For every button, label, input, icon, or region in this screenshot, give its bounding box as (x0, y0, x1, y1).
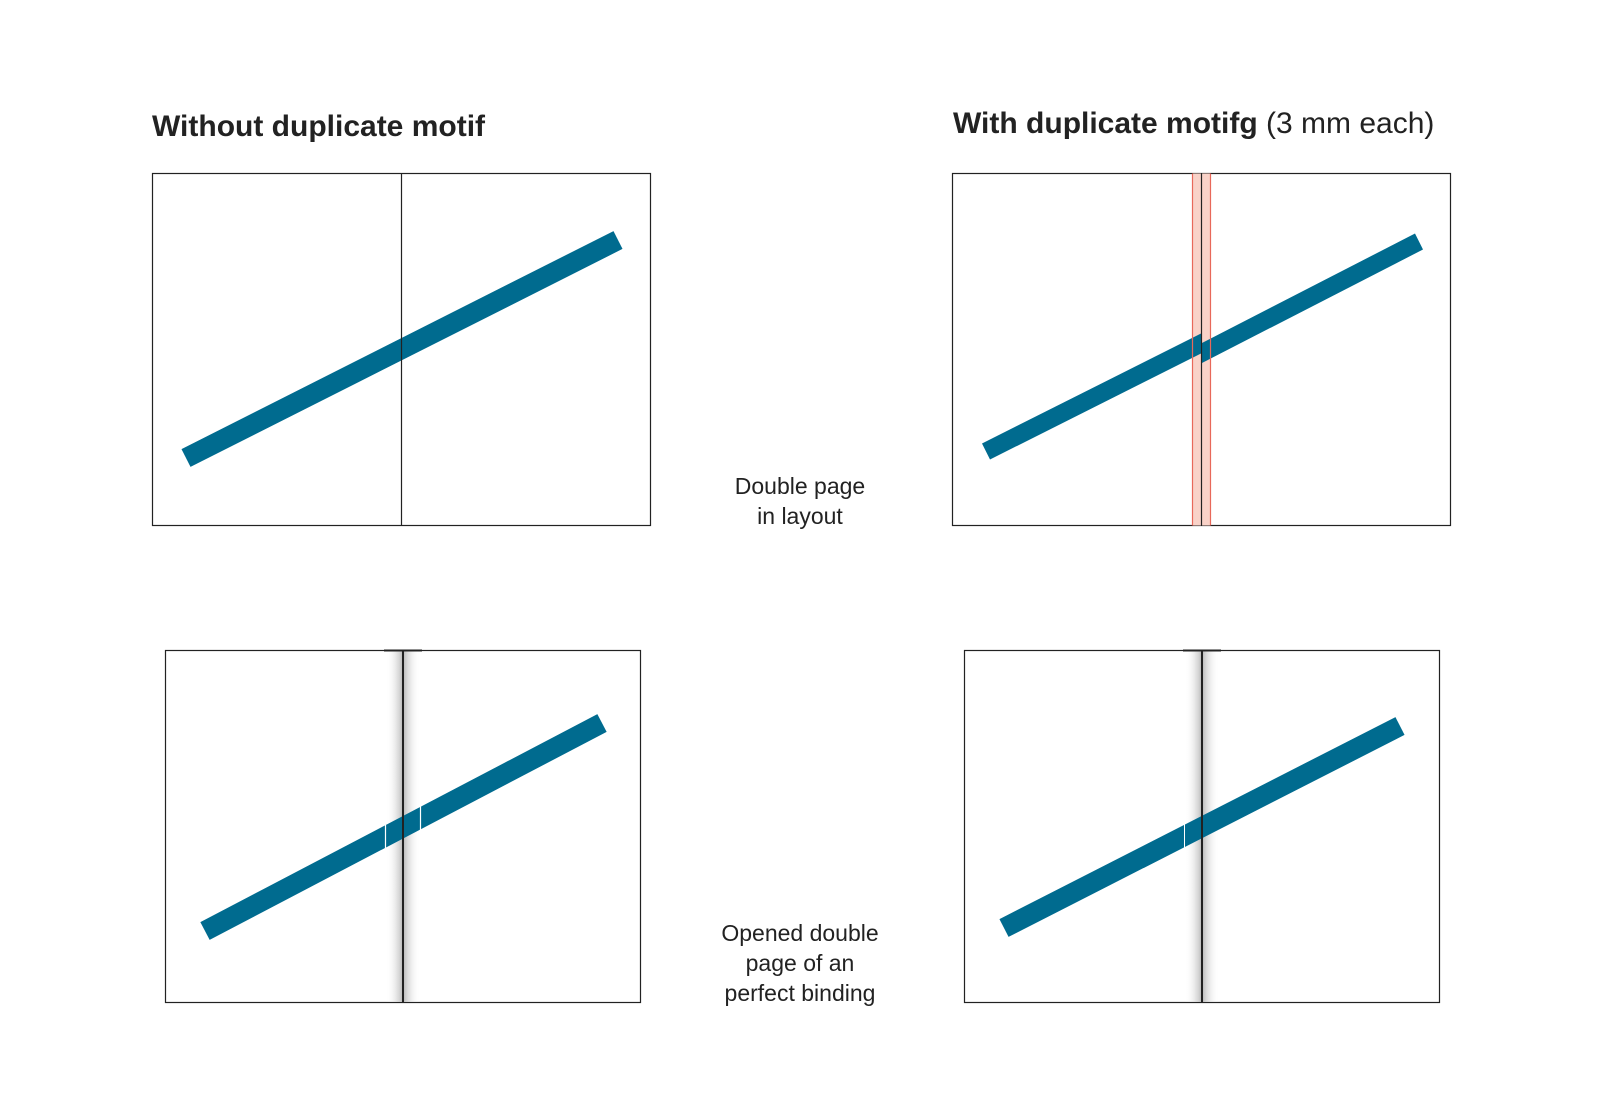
caption-opened-line-2: page of an (745, 950, 855, 976)
heading-with-duplicate: With duplicate motifg (3 mm each) (953, 109, 1434, 139)
stripe-right-segment (1201, 233, 1423, 364)
caption-double-page-layout: Double page in layout (680, 471, 920, 531)
panel-layout-without-duplicate (151, 172, 652, 527)
caption-opened-line-3: perfect binding (724, 980, 876, 1006)
caption-opened-perfect-binding: Opened double page of an perfect binding (680, 918, 920, 1008)
panel-opened-with-duplicate (963, 649, 1441, 1004)
caption-opened-line-1: Opened double (721, 920, 879, 946)
caption-layout-line-1: Double page (734, 473, 866, 499)
heading-with-duplicate-text: With duplicate motifg (953, 107, 1258, 140)
panel-opened-without-duplicate (164, 649, 642, 1004)
panel-layout-with-duplicate (951, 172, 1452, 527)
caption-layout-line-2: in layout (757, 503, 843, 529)
heading-without-duplicate: Without duplicate motif (152, 112, 485, 142)
heading-with-duplicate-note: (3 mm each) (1266, 107, 1435, 140)
stripe-left-segment (982, 333, 1201, 460)
heading-without-duplicate-text: Without duplicate motif (152, 110, 486, 143)
